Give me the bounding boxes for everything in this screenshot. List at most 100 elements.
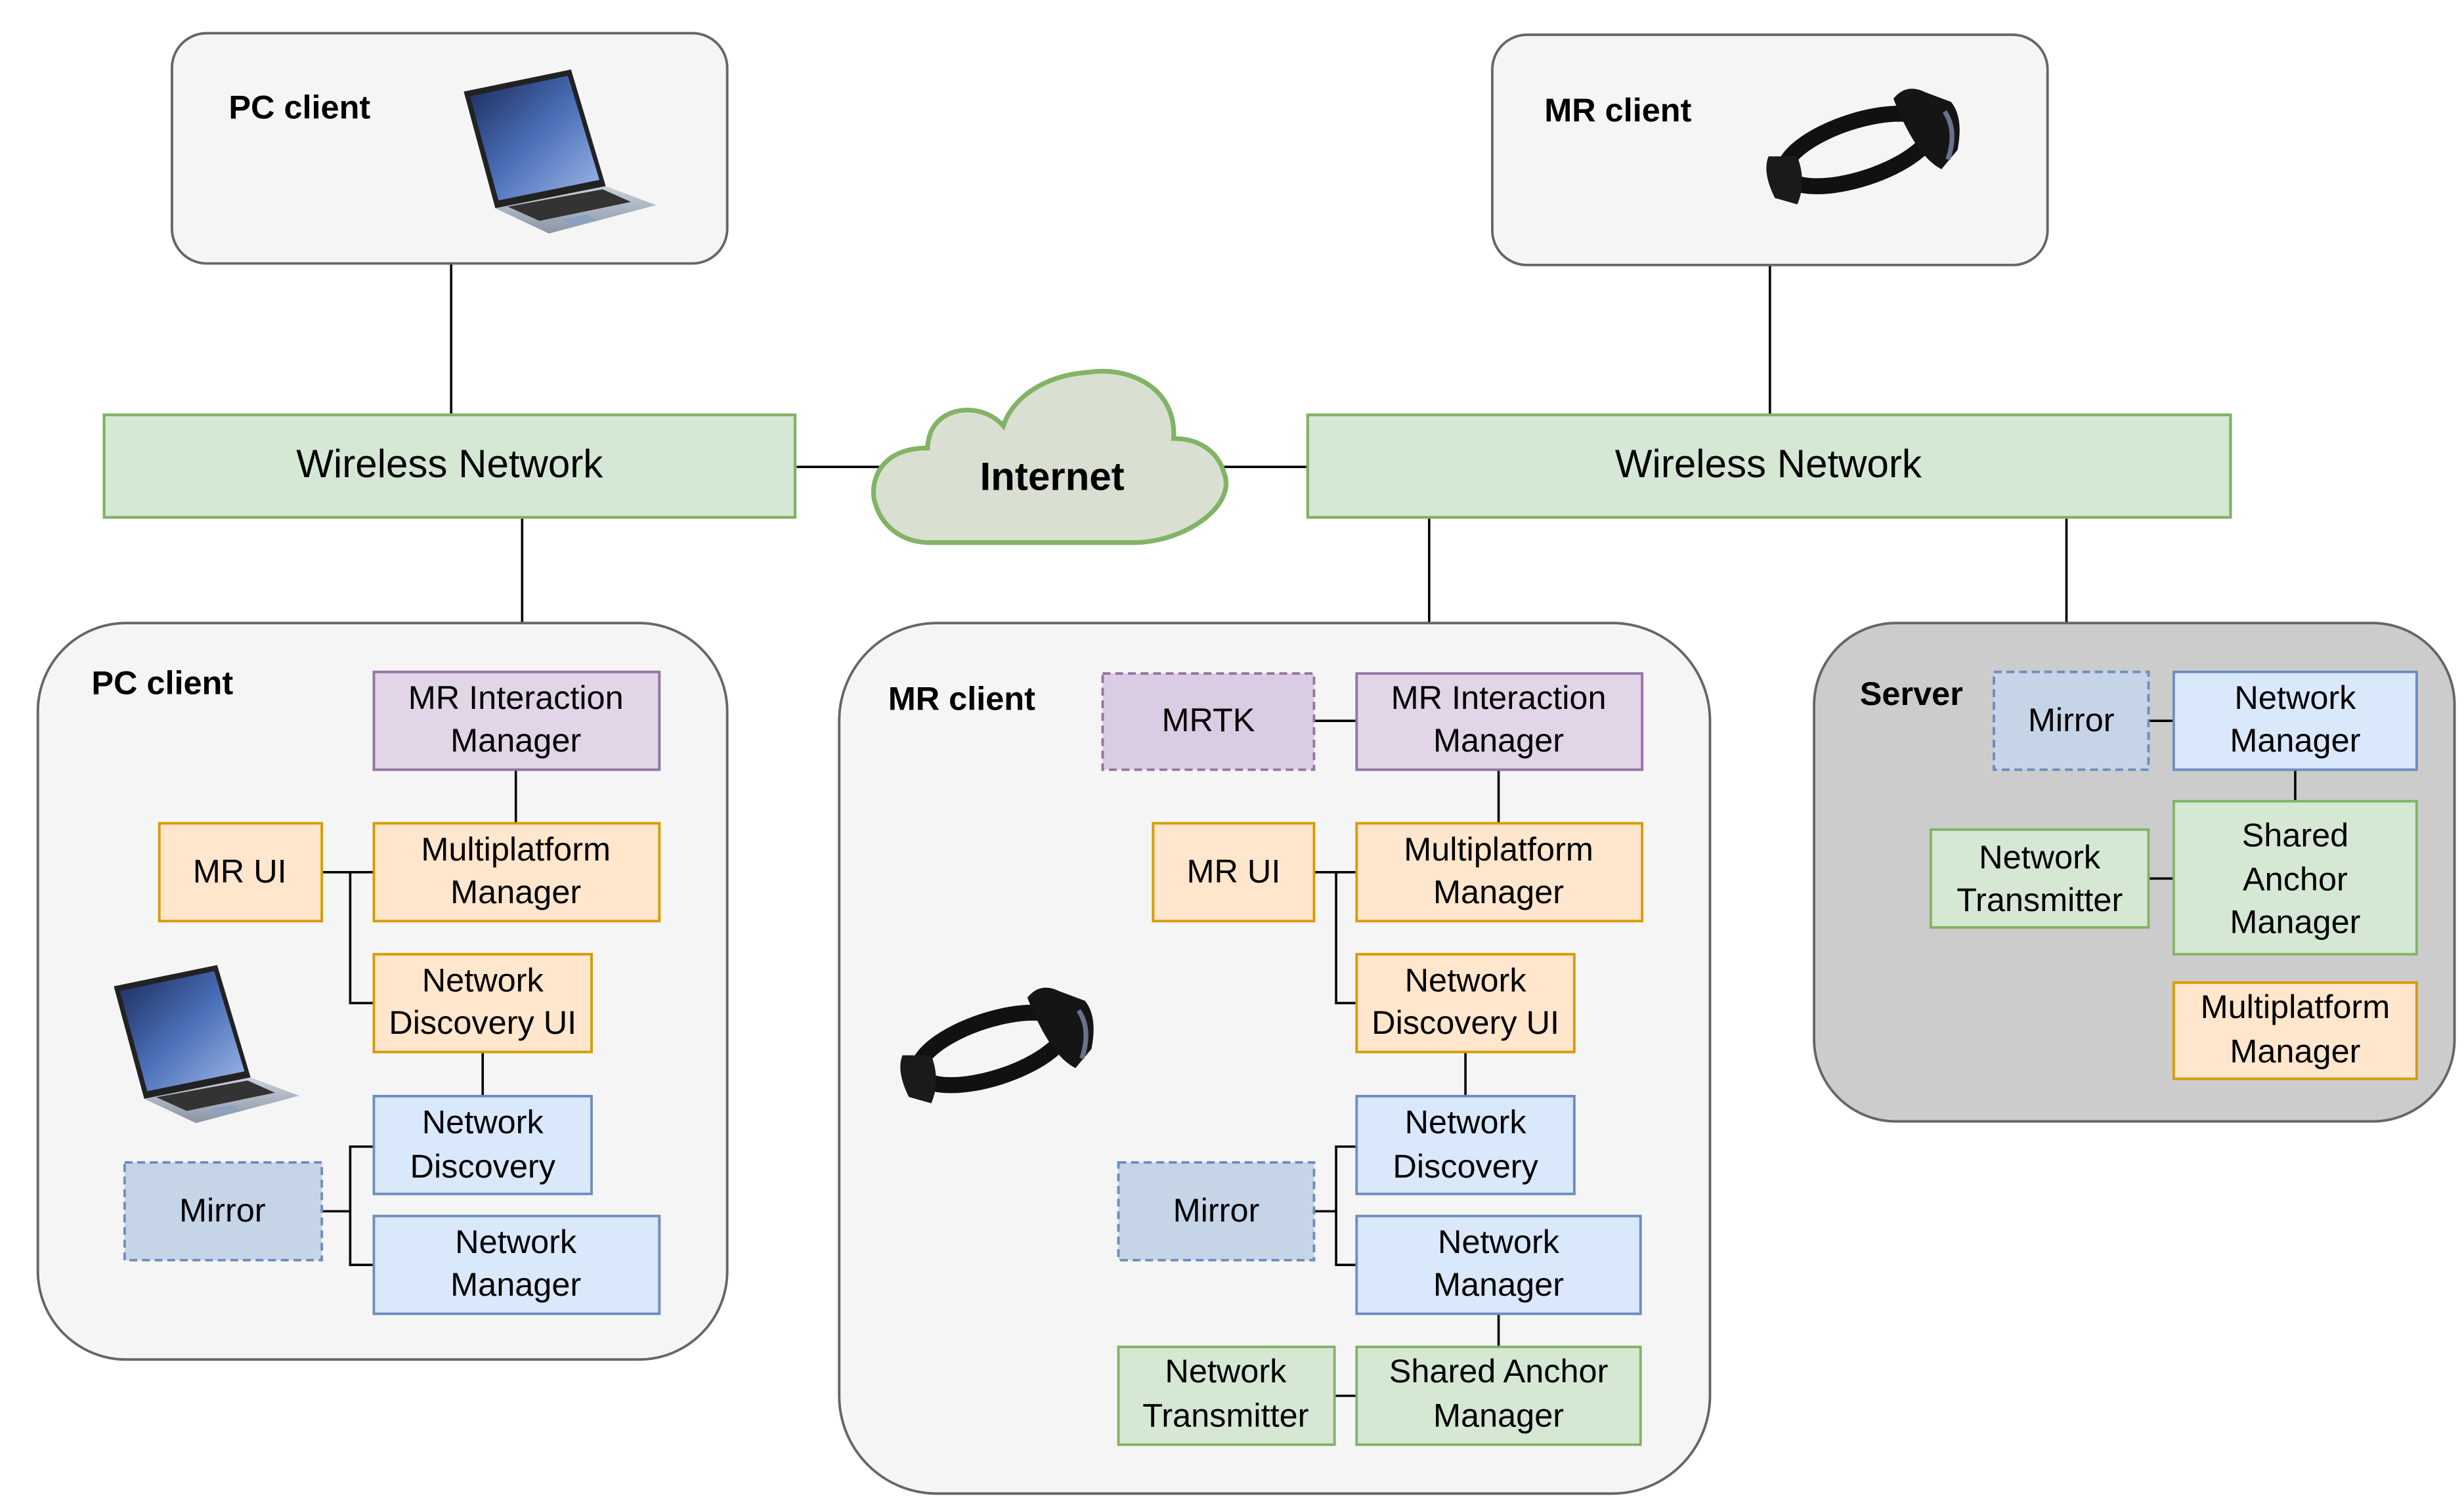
component-label: Manager	[450, 721, 581, 759]
component-label: Mirror	[1173, 1191, 1260, 1229]
mr-network-discovery: Network Discovery	[1355, 1095, 1576, 1195]
server-mirror: Mirror	[1993, 670, 2150, 771]
pc-multiplatform-manager: Multiplatform Manager	[372, 822, 661, 923]
server-network-transmitter: Network Transmitter	[1929, 828, 2150, 929]
component-label: Manager	[2230, 903, 2360, 940]
component-box	[1117, 1346, 1336, 1446]
internet-cloud: Internet	[871, 369, 1228, 545]
component-box	[1117, 1160, 1316, 1262]
component-box	[1355, 1095, 1576, 1195]
component-label: Anchor	[2243, 861, 2348, 898]
pc-mr-interaction-manager: MR Interaction Manager	[372, 670, 661, 771]
component-label: Manager	[1433, 1396, 1564, 1434]
component-label: Transmitter	[1956, 881, 2123, 918]
mr-client-panel: MR client MRTK MR Interaction Manager MR…	[838, 622, 1712, 1495]
component-label: Multiplatform	[1404, 830, 1593, 868]
component-label: Network	[1979, 838, 2101, 876]
left-wireless-network-box	[102, 413, 797, 519]
component-label: Transmitter	[1142, 1396, 1308, 1434]
component-label: Manager	[450, 1266, 581, 1303]
component-label: Discovery	[410, 1147, 556, 1185]
right-wireless-network-box	[1306, 413, 2232, 519]
internet-label: Internet	[980, 454, 1124, 498]
component-box	[372, 822, 661, 923]
server-shared-anchor-manager: Shared Anchor Manager	[2172, 799, 2418, 956]
component-label: MR UI	[193, 853, 287, 890]
pc-network-discovery-ui: Network Discovery UI	[372, 952, 593, 1053]
mr-shared-anchor-manager: Shared Anchor Manager	[1355, 1346, 1642, 1446]
connectors-top	[450, 263, 2068, 624]
connector	[349, 872, 374, 1005]
component-label: Network	[1405, 961, 1527, 998]
top-pc-client-title: PC client	[228, 88, 370, 125]
component-label: Manager	[2230, 721, 2360, 759]
mr-mirror: Mirror	[1117, 1160, 1316, 1262]
left-wireless-network: Wireless Network	[102, 413, 797, 519]
component-label: Network	[2234, 679, 2356, 716]
component-label: Manager	[1433, 1266, 1564, 1303]
top-mr-client-box	[1491, 33, 2049, 266]
mr-network-manager: Network Manager	[1355, 1214, 1642, 1315]
top-pc-client-node: PC client	[170, 32, 729, 265]
component-label: Mirror	[179, 1191, 266, 1229]
pc-mr-ui: MR UI	[158, 822, 324, 923]
component-box	[1993, 670, 2150, 771]
pc-client-panel-title: PC client	[91, 664, 233, 701]
top-mr-client-title: MR client	[1544, 91, 1691, 129]
mr-multiplatform-manager: Multiplatform Manager	[1355, 822, 1644, 923]
mr-client-panel-title: MR client	[888, 679, 1035, 717]
component-label: Multiplatform	[2201, 988, 2390, 1025]
server-panel: Server Mirror Network Manager Network Tr…	[1813, 622, 2456, 1123]
top-pc-client-box	[170, 32, 729, 265]
component-box	[158, 822, 324, 923]
component-label: MRTK	[1161, 701, 1255, 738]
component-label: Network	[1405, 1103, 1527, 1141]
component-box	[1355, 1214, 1642, 1315]
left-wireless-network-label: Wireless Network	[296, 442, 603, 486]
component-label: Manager	[1433, 873, 1564, 910]
mr-network-transmitter: Network Transmitter	[1117, 1346, 1336, 1446]
component-box	[123, 1160, 324, 1262]
component-label: MR Interaction	[1391, 679, 1607, 716]
component-box	[372, 670, 661, 771]
component-box	[372, 1214, 661, 1315]
component-label: Network	[455, 1223, 577, 1260]
component-box	[1152, 822, 1316, 923]
component-label: Network	[1165, 1352, 1287, 1390]
component-label: Manager	[2230, 1032, 2360, 1069]
top-mr-client-node: MR client	[1491, 33, 2049, 266]
component-box	[2172, 670, 2418, 771]
component-box	[372, 1095, 593, 1195]
component-box	[1355, 822, 1644, 923]
component-label: Shared Anchor	[1389, 1352, 1609, 1390]
component-label: Discovery UI	[1372, 1004, 1559, 1041]
component-box	[2172, 799, 2418, 956]
mr-mr-ui: MR UI	[1152, 822, 1316, 923]
component-label: MR Interaction	[408, 679, 624, 716]
component-box	[372, 952, 593, 1053]
component-box	[1355, 952, 1576, 1053]
connector	[1335, 1145, 1357, 1266]
component-label: Network	[422, 1103, 544, 1141]
component-label: Manager	[1433, 721, 1564, 759]
mr-mrtk: MRTK	[1101, 672, 1316, 771]
pc-mirror: Mirror	[123, 1160, 324, 1262]
component-label: Network	[1438, 1223, 1560, 1260]
component-label: Mirror	[2028, 701, 2115, 738]
component-label: Multiplatform	[421, 830, 611, 868]
server-multiplatform-manager: Multiplatform Manager	[2172, 981, 2418, 1080]
pc-client-panel: PC client MR Interaction Manager MR UI M…	[36, 622, 729, 1361]
component-label: Discovery	[1393, 1147, 1538, 1185]
cloud-icon	[871, 369, 1228, 545]
component-label: Discovery UI	[389, 1004, 576, 1041]
component-box	[1355, 1346, 1642, 1446]
component-box	[1355, 672, 1644, 771]
component-box	[2172, 981, 2418, 1080]
component-label: MR UI	[1186, 853, 1280, 890]
right-wireless-network-label: Wireless Network	[1615, 442, 1922, 486]
component-box	[1101, 672, 1316, 771]
pc-network-manager: Network Manager	[372, 1214, 661, 1315]
mr-mr-interaction-manager: MR Interaction Manager	[1355, 672, 1644, 771]
component-label: Manager	[450, 873, 581, 910]
